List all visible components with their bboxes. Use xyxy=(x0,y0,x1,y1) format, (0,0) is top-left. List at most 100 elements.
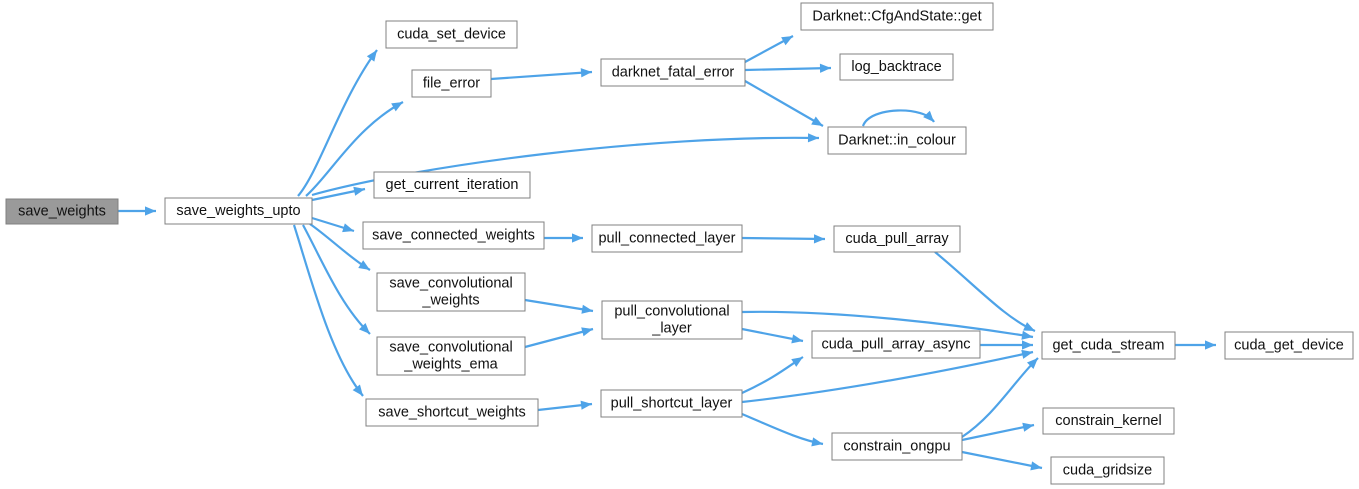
edge-line xyxy=(297,49,378,197)
node-label: save_shortcut_weights xyxy=(378,404,526,420)
node-box[interactable] xyxy=(365,398,539,427)
node-box[interactable] xyxy=(591,224,743,253)
node-label: pull_connected_layer xyxy=(598,230,735,246)
node-darknet_fatal_error[interactable]: darknet_fatal_error xyxy=(600,58,746,87)
node-box[interactable] xyxy=(1041,331,1176,360)
arrow-head-icon xyxy=(813,234,825,244)
node-box[interactable] xyxy=(376,336,526,376)
arrow-head-icon xyxy=(572,233,583,243)
arrow-head-icon xyxy=(1026,358,1038,370)
node-box[interactable] xyxy=(385,20,518,49)
edge-save_weights_upto-to-save_shortcut_weights xyxy=(292,224,364,397)
edge-line xyxy=(861,109,935,127)
arrow-head-icon xyxy=(1022,340,1033,350)
arrow-head-icon xyxy=(358,260,370,270)
node-get_cuda_stream[interactable]: get_cuda_stream xyxy=(1041,331,1176,360)
node-file_error[interactable]: file_error xyxy=(411,69,492,98)
arrow-head-icon xyxy=(781,36,793,46)
node-label: cuda_pull_array xyxy=(845,231,949,247)
edge-line xyxy=(744,66,832,72)
node-pull_shortcut_layer[interactable]: pull_shortcut_layer xyxy=(600,389,743,418)
edges-layer xyxy=(118,35,1216,471)
node-box[interactable] xyxy=(1050,456,1165,485)
edge-save_weights_upto-to-save_convolutional_weights xyxy=(309,223,371,271)
node-box[interactable] xyxy=(362,221,545,250)
arrow-head-icon xyxy=(581,304,593,314)
arrow-head-icon xyxy=(923,110,934,122)
node-pull_connected_layer[interactable]: pull_connected_layer xyxy=(591,224,743,253)
node-box[interactable] xyxy=(839,53,954,81)
arrow-head-icon xyxy=(811,116,823,126)
edge-line xyxy=(741,350,1034,404)
node-label: pull_convolutional xyxy=(614,303,729,319)
node-label: get_cuda_stream xyxy=(1052,337,1164,353)
node-label: _weights_ema xyxy=(403,356,498,372)
node-get_current_iteration[interactable]: get_current_iteration xyxy=(373,171,531,199)
node-box[interactable] xyxy=(1224,331,1354,360)
node-box[interactable] xyxy=(827,126,967,155)
arrow-head-icon xyxy=(791,334,803,344)
node-label: constrain_ongpu xyxy=(843,438,950,454)
node-cuda_get_device[interactable]: cuda_get_device xyxy=(1224,331,1354,360)
arrow-head-icon xyxy=(811,437,823,447)
node-save_connected_weights[interactable]: save_connected_weights xyxy=(362,221,545,250)
node-constrain_ongpu[interactable]: constrain_ongpu xyxy=(831,432,963,461)
edge-save_convolutional_weights_ema-to-pull_convolutional_layer xyxy=(524,327,594,349)
edge-file_error-to-darknet_fatal_error xyxy=(490,68,593,81)
node-cuda_gridsize[interactable]: cuda_gridsize xyxy=(1050,456,1165,485)
arrow-head-icon xyxy=(342,223,354,233)
arrow-head-icon xyxy=(1023,322,1035,331)
edge-constrain_ongpu-to-constrain_kernel xyxy=(961,422,1035,442)
node-box[interactable] xyxy=(1042,407,1175,435)
node-box[interactable] xyxy=(811,330,981,359)
node-box[interactable] xyxy=(600,58,746,87)
edge-cuda_pull_array_async-to-get_cuda_stream xyxy=(980,340,1033,350)
node-box[interactable] xyxy=(164,197,313,225)
arrow-head-icon xyxy=(807,133,819,143)
arrow-head-icon xyxy=(791,357,803,367)
node-label: cuda_set_device xyxy=(397,26,506,42)
node-constrain_kernel[interactable]: constrain_kernel xyxy=(1042,407,1175,435)
node-label: save_weights_upto xyxy=(176,203,300,219)
edge-line xyxy=(302,224,371,335)
node-box[interactable] xyxy=(601,300,743,340)
node-label: file_error xyxy=(423,75,480,91)
arrow-head-icon xyxy=(1022,422,1034,432)
node-save_convolutional_weights_ema[interactable]: save_convolutional_weights_ema xyxy=(376,336,526,376)
node-save_convolutional_weights[interactable]: save_convolutional_weights xyxy=(376,272,526,312)
node-save_weights[interactable]: save_weights xyxy=(5,198,119,225)
edge-get_cuda_stream-to-cuda_get_device xyxy=(1175,340,1216,350)
edge-save_weights_upto-to-save_convolutional_weights_ema xyxy=(302,224,371,335)
node-box[interactable] xyxy=(373,171,531,199)
node-box[interactable] xyxy=(833,225,961,253)
node-Darknet_CfgAndState_get[interactable]: Darknet::CfgAndState::get xyxy=(800,2,994,31)
edge-line xyxy=(934,251,1036,333)
edge-save_weights_upto-to-file_error xyxy=(305,101,404,197)
node-save_shortcut_weights[interactable]: save_shortcut_weights xyxy=(365,398,539,427)
node-pull_convolutional_layer[interactable]: pull_convolutional_layer xyxy=(601,300,743,340)
node-cuda_pull_array_async[interactable]: cuda_pull_array_async xyxy=(811,330,981,359)
arrow-head-icon xyxy=(1021,349,1033,359)
edge-save_weights_upto-to-get_current_iteration xyxy=(311,186,366,202)
node-save_weights_upto[interactable]: save_weights_upto xyxy=(164,197,313,225)
node-box[interactable] xyxy=(5,198,119,225)
node-box[interactable] xyxy=(376,272,526,312)
arrow-head-icon xyxy=(1205,340,1216,350)
node-cuda_pull_array[interactable]: cuda_pull_array xyxy=(833,225,961,253)
node-label: pull_shortcut_layer xyxy=(611,395,733,411)
edge-line xyxy=(292,224,364,397)
edge-line xyxy=(524,327,594,349)
node-box[interactable] xyxy=(831,432,963,461)
node-cuda_set_device[interactable]: cuda_set_device xyxy=(385,20,518,49)
edge-pull_connected_layer-to-cuda_pull_array xyxy=(741,234,826,244)
edge-line xyxy=(741,236,826,241)
edge-pull_shortcut_layer-to-get_cuda_stream xyxy=(741,349,1034,404)
node-Darknet_in_colour[interactable]: Darknet::in_colour xyxy=(827,126,967,155)
node-log_backtrace[interactable]: log_backtrace xyxy=(839,53,954,81)
arrow-head-icon xyxy=(145,206,156,216)
node-box[interactable] xyxy=(411,69,492,98)
node-label: _layer xyxy=(651,320,692,336)
node-box[interactable] xyxy=(800,2,994,31)
node-box[interactable] xyxy=(600,389,743,418)
